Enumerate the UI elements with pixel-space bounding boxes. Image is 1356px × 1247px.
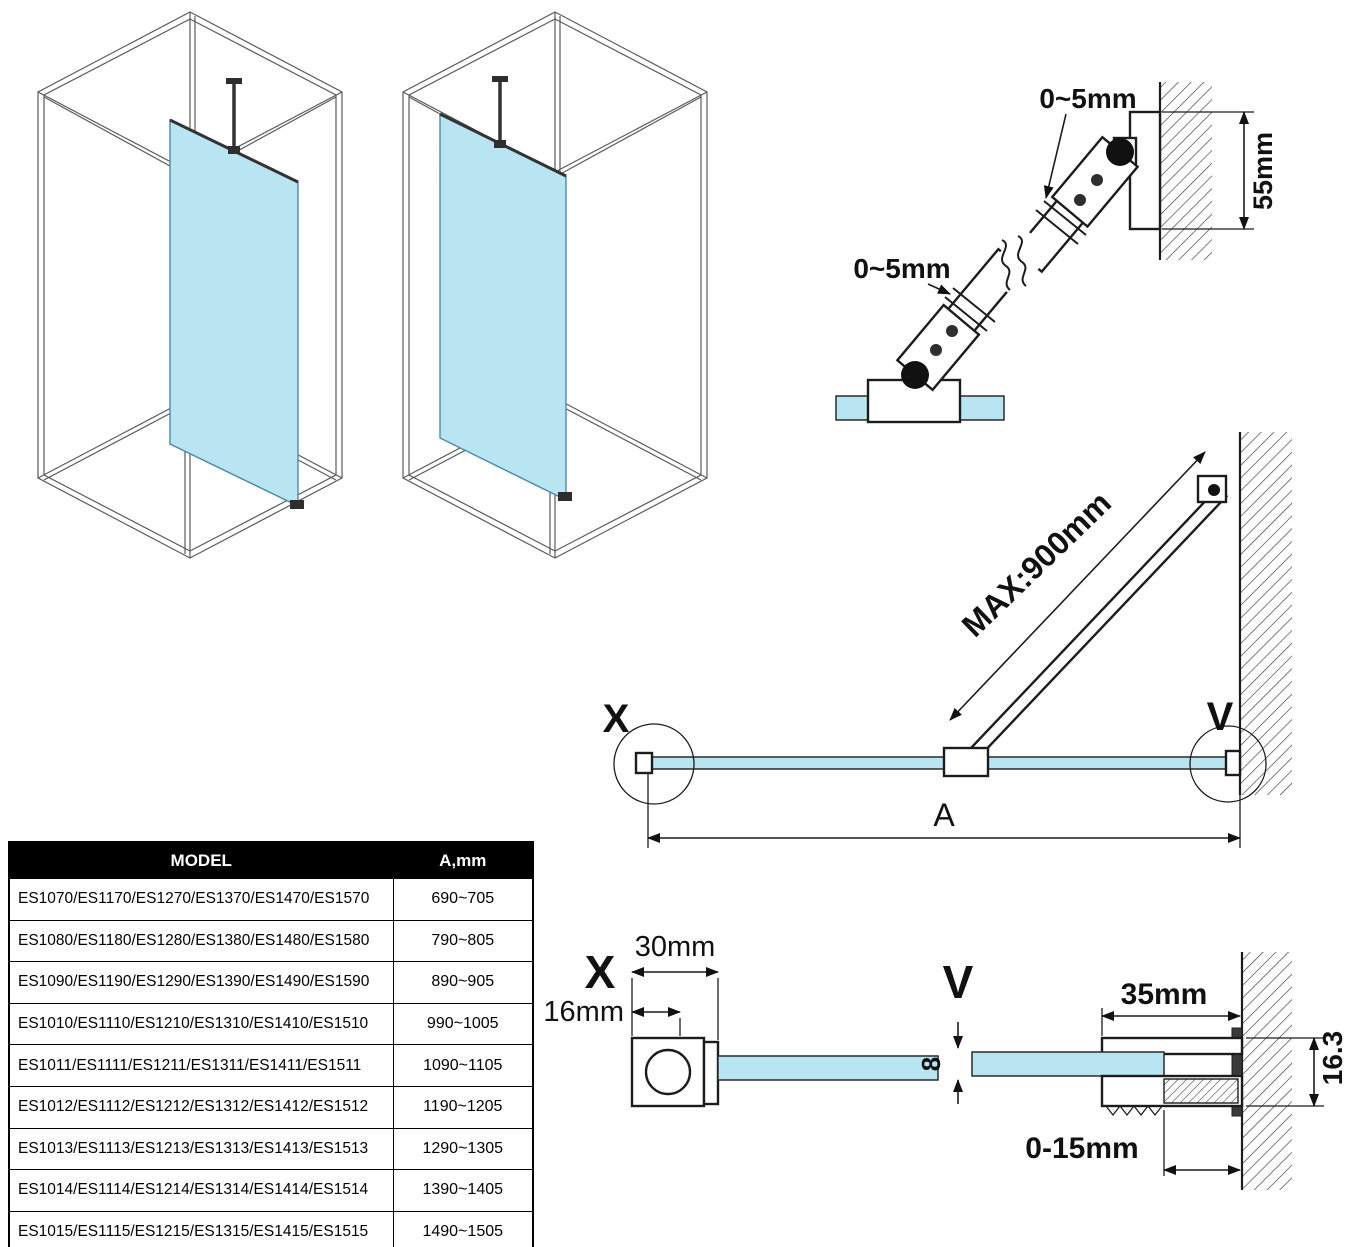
plate-height-label: 55mm	[1248, 132, 1278, 210]
floor-bracket	[290, 500, 304, 509]
model-cell: ES1090/ES1190/ES1290/ES1390/ES1490/ES159…	[8, 961, 394, 1004]
model-size-table: MODEL A,mm ES1070/ES1170/ES1270/ES1370/E…	[8, 841, 534, 1247]
plate-height-extension-lines	[1162, 111, 1254, 230]
column-header-amm: A,mm	[392, 841, 534, 879]
table-row: ES1011/ES1111/ES1211/ES1311/ES1411/ES151…	[8, 1044, 534, 1087]
model-cell: ES1070/ES1170/ES1270/ES1370/ES1470/ES157…	[8, 878, 394, 921]
detail-v-figure: V 35mm 8 16.3 0-15mm	[916, 952, 1348, 1190]
height-label: 16.3	[1317, 1031, 1348, 1086]
round-bar-section	[644, 1048, 692, 1096]
gap-ticks-lower	[944, 287, 996, 332]
bolt	[946, 325, 958, 337]
pivot-hinge-lower	[901, 361, 929, 389]
glass-thickness-label: 8	[916, 1057, 946, 1071]
bar-break-mask	[983, 226, 1053, 298]
adjust-label: 0-15mm	[1025, 1132, 1138, 1165]
glass-panel	[439, 112, 567, 502]
model-cell: ES1014/ES1114/ES1214/ES1314/ES1414/ES151…	[8, 1169, 394, 1212]
amm-cell: 890~905	[392, 961, 534, 1004]
clamp-serration	[1105, 1104, 1163, 1117]
wall-hatch	[1242, 952, 1292, 1190]
amm-cell: 990~1005	[392, 1002, 534, 1046]
ceiling-plate	[492, 76, 508, 82]
model-cell: ES1080/ES1180/ES1280/ES1380/ES1480/ES158…	[8, 919, 394, 963]
table-row: ES1015/ES1115/ES1215/ES1315/ES1415/ES151…	[8, 1210, 534, 1247]
floor-bracket	[558, 492, 572, 501]
detail-right-label: V	[1207, 695, 1234, 739]
column-header-model: MODEL	[8, 841, 394, 879]
width-label: 35mm	[1121, 978, 1208, 1011]
table-row: ES1014/ES1114/ES1214/ES1314/ES1414/ES151…	[8, 1169, 534, 1212]
table-row: ES1012/ES1112/ES1212/ES1312/ES1412/ES151…	[8, 1085, 534, 1129]
amm-cell: 1290~1305	[392, 1127, 534, 1171]
model-cell: ES1012/ES1112/ES1212/ES1312/ES1412/ES151…	[8, 1085, 394, 1129]
table-row: ES1080/ES1180/ES1280/ES1380/ES1480/ES158…	[8, 919, 534, 963]
detail-circle-x	[613, 723, 695, 805]
amm-cell: 1390~1405	[392, 1169, 534, 1212]
table-header-row: MODEL A,mm	[8, 841, 534, 879]
brace-max-dim-line	[949, 451, 1206, 721]
table-row: ES1010/ES1110/ES1210/ES1310/ES1410/ES151…	[8, 1002, 534, 1046]
amm-cell: 790~805	[392, 919, 534, 963]
glass-holder-strip	[702, 1040, 720, 1106]
bolt	[1074, 194, 1086, 206]
support-bar-bracket-detail: 0~5mm 0~5mm 55mm	[835, 82, 1278, 424]
width-label: 30mm	[635, 931, 716, 963]
gap-top-label: 0~5mm	[1039, 83, 1136, 114]
gap-ticks-upper	[1035, 200, 1087, 245]
bar-glass-bracket	[228, 146, 240, 154]
iso-view-right	[402, 11, 708, 559]
gap-bottom-leader-arrow	[927, 283, 951, 295]
table-row: ES1090/ES1190/ES1290/ES1390/ES1490/ES159…	[8, 961, 534, 1004]
bar-wall-pivot	[1208, 484, 1220, 496]
offset-label: 16mm	[543, 996, 624, 1028]
detail-circle-v	[1189, 725, 1267, 803]
model-cell: ES1010/ES1110/ES1210/ES1310/ES1410/ES151…	[8, 1002, 394, 1046]
wall-profile	[1224, 749, 1242, 777]
amm-cell: 1190~1205	[392, 1085, 534, 1129]
detail-x-figure: X 30mm 16mm	[543, 931, 939, 1108]
table-row: ES1070/ES1170/ES1270/ES1370/ES1470/ES157…	[8, 878, 534, 921]
model-cell: ES1011/ES1111/ES1211/ES1311/ES1411/ES151…	[8, 1044, 394, 1087]
glass-section	[717, 1055, 939, 1081]
amm-cell: 1090~1105	[392, 1044, 534, 1087]
bolt	[930, 344, 942, 356]
extrusion-section-hatch	[1163, 1078, 1239, 1104]
profile-top-rail	[1100, 1036, 1244, 1056]
bolt	[1091, 174, 1103, 186]
iso-view-left	[37, 11, 343, 559]
glass-panel	[169, 118, 299, 508]
end-cap-profile	[634, 751, 654, 775]
amm-cell: 1490~1505	[392, 1210, 534, 1247]
model-cell: ES1013/ES1113/ES1213/ES1313/ES1413/ES151…	[8, 1127, 394, 1171]
detail-left-label: X	[603, 697, 630, 741]
table-row: ES1013/ES1113/ES1213/ES1313/ES1413/ES151…	[8, 1127, 534, 1171]
bar-glass-clamp	[942, 746, 990, 778]
width-label: A	[933, 797, 955, 833]
wall-mount-plate	[1231, 1027, 1243, 1117]
glass-section	[971, 1051, 1165, 1077]
width-extension-lines	[631, 978, 719, 1040]
detail-v-title: V	[943, 956, 974, 1008]
bar-break-squiggle	[1001, 235, 1027, 291]
wall-hatch	[1160, 82, 1212, 260]
wall-hatch	[1240, 432, 1292, 795]
ceiling-plate	[226, 78, 242, 84]
detail-x-title: X	[585, 946, 616, 998]
bar-glass-bracket	[494, 140, 506, 148]
gap-top-leader-arrow	[1043, 113, 1067, 199]
plan-view: MAX:900mm X V A	[603, 432, 1292, 848]
model-cell: ES1015/ES1115/ES1215/ES1315/ES1415/ES151…	[8, 1210, 394, 1247]
gap-bottom-label: 0~5mm	[853, 253, 950, 284]
pivot-hinge-upper	[1106, 138, 1134, 166]
amm-cell: 690~705	[392, 878, 534, 921]
